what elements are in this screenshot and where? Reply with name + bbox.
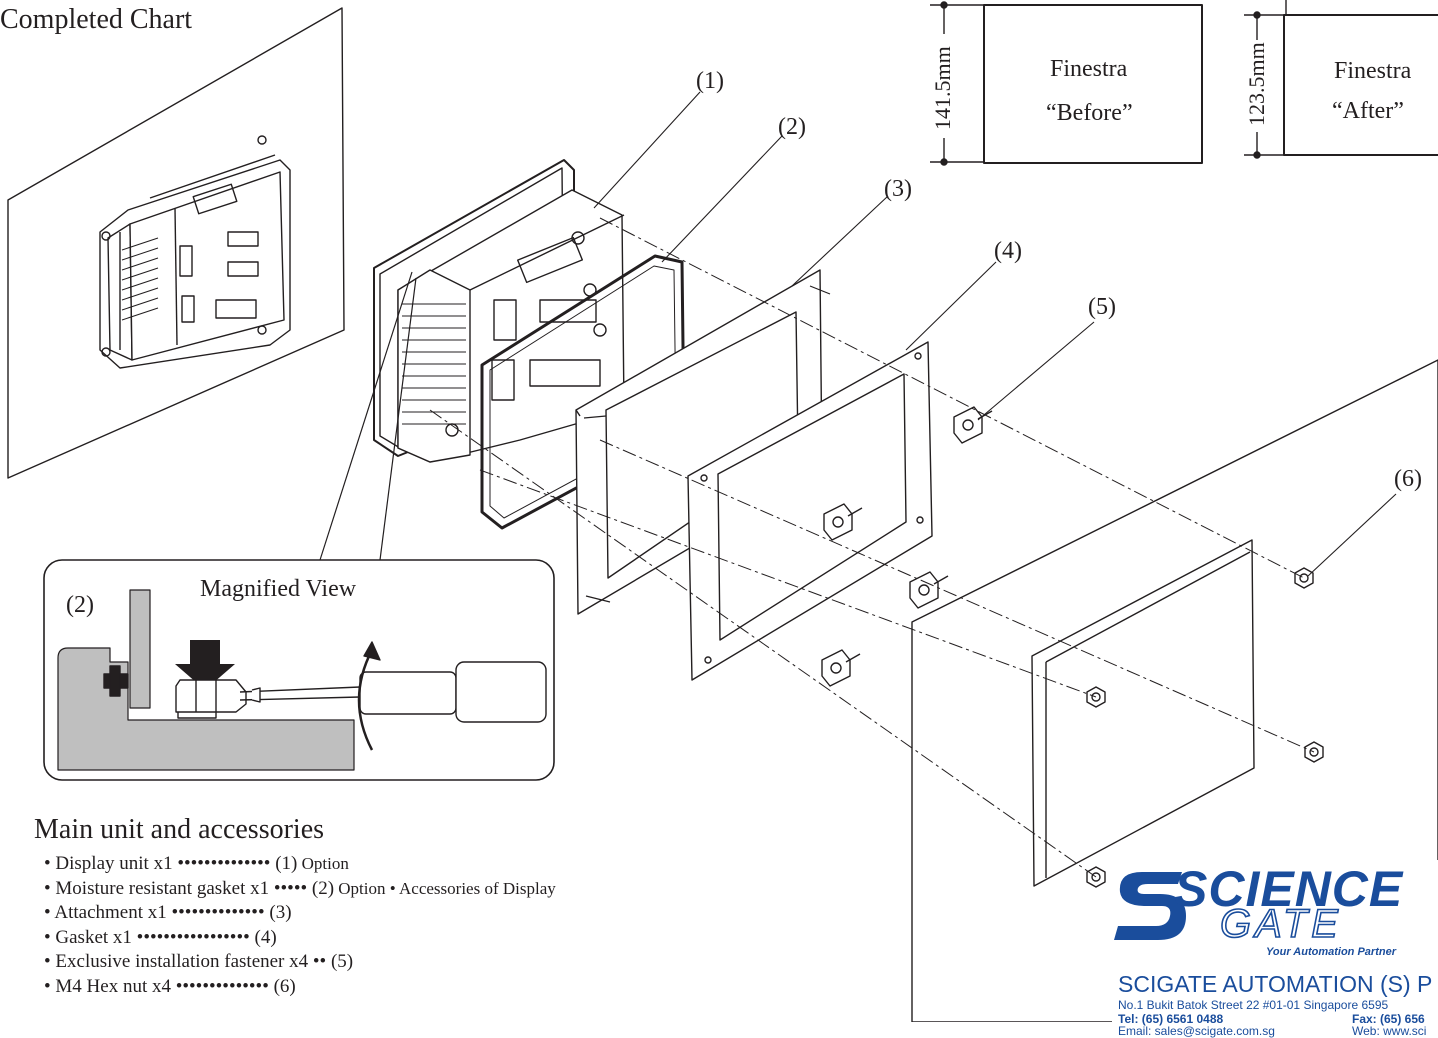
logo-tagline: Your Automation Partner (1266, 946, 1396, 958)
installation-fasteners (821, 406, 993, 687)
magnified-view-title: Magnified View (200, 576, 357, 602)
callout-1: (1) (696, 68, 724, 94)
logo-word-science: SCIENCE (1174, 861, 1404, 917)
logo-web: Web: www.sci (1352, 1024, 1427, 1038)
logo-email: Email: sales@scigate.com.sg (1118, 1024, 1275, 1038)
callout-3: (3) (884, 176, 912, 202)
accessory-name: • Display unit x1 •••••••••••••• (44, 853, 276, 874)
logo-company-name: SCIGATE AUTOMATION (S) P (1118, 971, 1433, 997)
magnified-part-label: (2) (66, 592, 94, 618)
page-title: Completed Chart (0, 4, 193, 35)
dimension-before-value: 141.5mm (930, 46, 955, 130)
accessory-number: (1) (275, 853, 298, 874)
box-before-line1: Finestra (1050, 56, 1128, 82)
logo-word-gate: GATE (1219, 901, 1342, 947)
company-logo: SCIENCE GATE Your Automation Partner SCI… (1112, 860, 1438, 1038)
callout-4: (4) (994, 238, 1022, 264)
callout-2: (2) (778, 114, 806, 140)
logo-s-mark (1114, 872, 1186, 940)
accessory-number: (3) (269, 902, 292, 923)
accessory-number: (6) (273, 975, 296, 997)
accessory-name: • M4 Hex nut x4 •••••••••••••• (44, 975, 274, 997)
accessory-note: Option (297, 854, 349, 873)
logo-address: No.1 Bukit Batok Street 22 #01-01 Singap… (1118, 998, 1389, 1012)
magnified-view-frame (43, 271, 555, 781)
callout-6: (6) (1394, 466, 1422, 492)
accessory-name: • Attachment x1 •••••••••••••• (44, 902, 270, 923)
accessory-number: (5) (330, 951, 354, 972)
accessory-name: • Gasket x1 ••••••••••••••••• (44, 926, 255, 948)
dimension-after (1244, 0, 1438, 159)
box-after-line2: “After” (1332, 98, 1404, 124)
accessories-heading: Main unit and accessories (34, 814, 325, 845)
accessory-name: • Moisture resistant gasket x1 ••••• (44, 877, 312, 899)
dimension-after-value: 123.5mm (1244, 42, 1269, 126)
callout-5: (5) (1088, 294, 1116, 320)
accessory-note: Option • Accessories of Display (334, 878, 556, 898)
accessory-item: • M4 Hex nut x4 •••••••••••••• (6) (44, 975, 556, 1000)
accessory-item: • Attachment x1 •••••••••••••• (3) (44, 901, 556, 926)
leader-lines (593, 91, 1397, 577)
box-before-line2: “Before” (1046, 100, 1133, 126)
accessory-item: • Moisture resistant gasket x1 ••••• (2)… (44, 877, 556, 902)
accessory-item: • Gasket x1 ••••••••••••••••• (4) (44, 926, 556, 951)
alignment-lines (429, 217, 1315, 878)
accessory-name: • Exclusive installation fastener x4 •• (44, 951, 331, 972)
dimension-before (930, 1, 1203, 166)
accessories-list: • Display unit x1 •••••••••••••• (1) Opt… (44, 852, 556, 999)
box-after-line1: Finestra (1334, 58, 1412, 84)
accessory-number: (2) (311, 877, 335, 899)
completed-unit (99, 135, 291, 369)
accessory-number: (4) (254, 926, 277, 948)
panel-gasket (687, 341, 933, 681)
accessory-item: • Exclusive installation fastener x4 •• … (44, 950, 556, 975)
accessory-item: • Display unit x1 •••••••••••••• (1) Opt… (44, 852, 556, 877)
